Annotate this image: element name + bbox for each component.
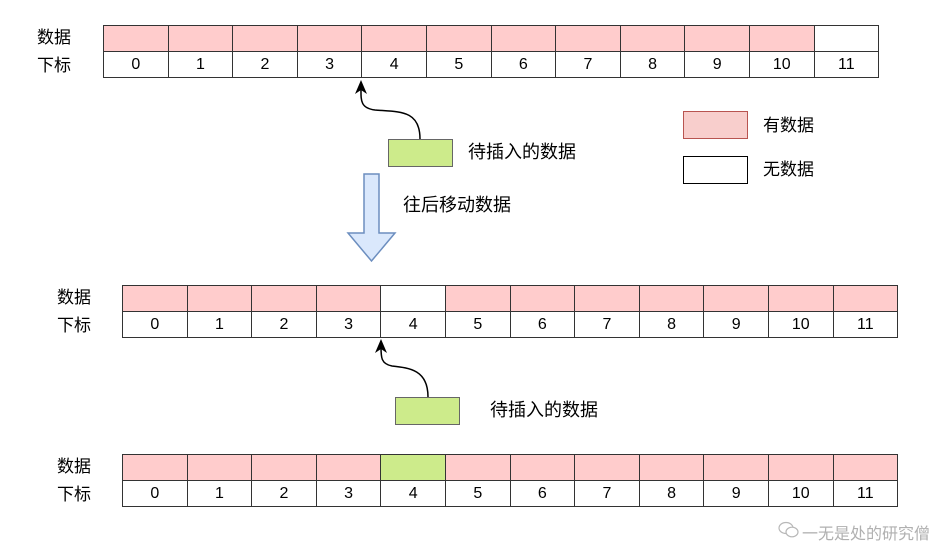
arrowhead-icon — [355, 80, 367, 94]
shift-caption: 往后移动数据 — [403, 195, 511, 216]
insert-caption: 待插入的数据 — [490, 400, 598, 421]
index-cell: 10 — [767, 480, 834, 507]
index-cell: 9 — [703, 480, 769, 507]
index-cell: 5 — [444, 311, 511, 338]
index-row-label: 下标 — [57, 485, 91, 505]
index-cell: 6 — [509, 480, 576, 507]
down-arrow-icon — [346, 173, 397, 263]
index-cell: 11 — [813, 51, 880, 78]
insert-caption: 待插入的数据 — [468, 142, 576, 163]
data-cell-filled — [832, 285, 899, 312]
index-cell: 11 — [832, 311, 899, 338]
legend-empty-label: 无数据 — [763, 160, 814, 180]
index-cell: 3 — [296, 51, 363, 78]
index-cell: 3 — [315, 311, 382, 338]
data-row-label: 数据 — [57, 288, 91, 308]
data-cell-filled — [186, 454, 253, 481]
legend-filled-label: 有数据 — [763, 116, 814, 136]
data-cell-filled — [619, 25, 686, 52]
index-cell: 8 — [638, 311, 705, 338]
index-cell: 1 — [186, 480, 253, 507]
legend-empty-swatch — [683, 156, 748, 184]
data-cell-empty — [813, 25, 880, 52]
index-cell: 8 — [638, 480, 705, 507]
index-cell: 10 — [748, 51, 815, 78]
index-row-label: 下标 — [37, 56, 71, 76]
data-row-label: 数据 — [57, 457, 91, 477]
arrowhead-icon — [375, 339, 387, 353]
legend-filled-swatch — [683, 111, 748, 139]
index-cell: 9 — [684, 51, 750, 78]
index-cell: 3 — [315, 480, 382, 507]
index-cell: 4 — [380, 311, 446, 338]
watermark-text: 一无是处的研究僧 — [802, 524, 931, 543]
index-cell: 10 — [767, 311, 834, 338]
wechat-icon — [778, 521, 800, 543]
insert-element-box — [388, 139, 453, 167]
index-cell: 6 — [509, 311, 576, 338]
index-row-label: 下标 — [57, 316, 91, 336]
index-cell: 7 — [555, 51, 621, 78]
insert-element-box — [395, 397, 460, 425]
data-cell-filled — [703, 454, 769, 481]
curved-arrow — [360, 87, 421, 140]
data-cell-filled — [103, 25, 169, 52]
index-cell: 5 — [444, 480, 511, 507]
data-row-label: 数据 — [37, 28, 71, 48]
index-cell: 6 — [490, 51, 557, 78]
data-cell-filled — [490, 25, 557, 52]
data-cell-filled — [232, 25, 298, 52]
index-cell: 1 — [167, 51, 234, 78]
index-cell: 0 — [122, 311, 188, 338]
index-cell: 4 — [361, 51, 427, 78]
index-cell: 7 — [574, 311, 640, 338]
index-cell: 11 — [832, 480, 899, 507]
curved-arrow — [380, 346, 429, 398]
data-cell-filled — [767, 454, 834, 481]
data-cell-filled — [186, 285, 253, 312]
data-cell-filled — [251, 454, 317, 481]
index-cell: 0 — [103, 51, 169, 78]
index-cell: 5 — [425, 51, 492, 78]
data-cell-filled — [444, 454, 511, 481]
index-cell: 0 — [122, 480, 188, 507]
